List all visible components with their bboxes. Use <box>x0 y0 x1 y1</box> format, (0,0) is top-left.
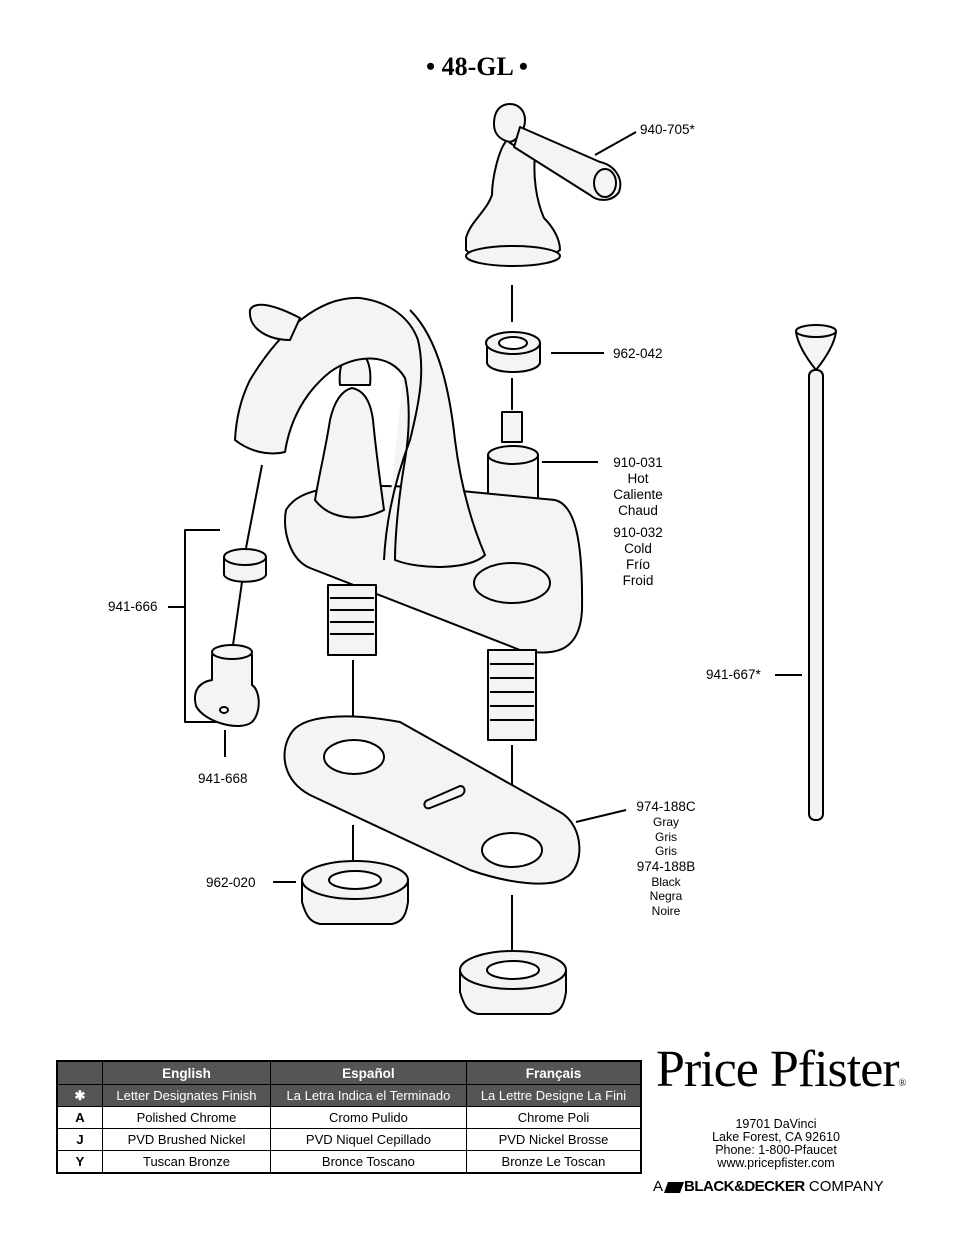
company-brand: BLACK&DECKER <box>684 1178 805 1195</box>
finish-code: J <box>56 1128 103 1151</box>
finish-en: Polished Chrome <box>102 1106 271 1129</box>
label-hot-es: Caliente <box>613 487 663 502</box>
label-cold-fr: Froid <box>622 573 654 588</box>
company-address: 19701 DaVinci Lake Forest, CA 92610 Phon… <box>666 1118 886 1170</box>
label-cartridges: 910-031 Hot Caliente Chaud 910-032 Cold … <box>598 455 678 589</box>
label-black-fr: Noire <box>651 903 681 918</box>
escutcheon-974-188 <box>283 715 581 885</box>
exploded-parts-diagram <box>168 103 837 1015</box>
label-gray-es: Gris <box>655 829 677 844</box>
label-hot-en: Hot <box>627 471 649 486</box>
page-title: • 48-GL • <box>426 52 528 81</box>
key-symbol: ✱ <box>56 1084 103 1107</box>
finish-es: PVD Niquel Cepillado <box>269 1128 467 1151</box>
website: www.pricepfister.com <box>717 1156 835 1170</box>
faucet-body <box>234 296 584 741</box>
label-cold-es: Frío <box>625 557 650 572</box>
brand-reg: ® <box>898 1078 907 1089</box>
address-line2: Lake Forest, CA 92610 <box>712 1130 840 1144</box>
finish-es: Cromo Pulido <box>269 1106 467 1129</box>
retainer-nut-962-042 <box>485 331 541 373</box>
key-es: La Letra Indica el Terminado <box>269 1084 467 1107</box>
finish-key-row: ✱ Letter Designates Finish La Letra Indi… <box>56 1084 642 1107</box>
label-pop-up-rod: 941-667* <box>706 667 761 682</box>
table-row: Y Tuscan Bronze Bronce Toscano Bronze Le… <box>56 1150 642 1174</box>
company-suffix: COMPANY <box>808 1178 884 1195</box>
company-prefix: A <box>653 1178 664 1195</box>
header-espanol: Español <box>269 1060 467 1085</box>
finish-en: PVD Brushed Nickel <box>102 1128 271 1151</box>
key-en: Letter Designates Finish <box>102 1084 271 1107</box>
table-row: J PVD Brushed Nickel PVD Niquel Cepillad… <box>56 1128 642 1151</box>
finish-table-header: English Español Français <box>56 1060 642 1085</box>
brand-logo: Price Pfister® <box>656 1040 906 1099</box>
finish-fr: Chrome Poli <box>465 1106 642 1129</box>
parent-company: A BLACK&DECKER COMPANY <box>653 1178 884 1195</box>
phone: Phone: 1-800-Pfaucet <box>715 1143 837 1157</box>
mounting-nut-962-020-right <box>459 950 567 1015</box>
header-francais: Français <box>465 1060 642 1085</box>
label-black-es: Negra <box>649 889 683 903</box>
label-escutcheon-gray: 974-188C <box>636 799 696 814</box>
finish-code: Y <box>56 1150 103 1174</box>
black-decker-logo-icon <box>664 1181 685 1193</box>
label-hot-fr: Chaud <box>618 503 658 518</box>
finish-fr: Bronze Le Toscan <box>465 1150 642 1174</box>
label-handle: 940-705* <box>640 122 695 137</box>
label-gray-fr: Gris <box>655 844 677 858</box>
label-gray-en: Gray <box>652 815 679 829</box>
label-retainer-nut: 962-042 <box>613 346 663 361</box>
header-english: English <box>102 1060 271 1085</box>
label-escutcheon-black: 974-188B <box>636 858 696 874</box>
finish-en: Tuscan Bronze <box>102 1150 271 1174</box>
handle-940-705 <box>465 103 622 267</box>
aerator-key-941-668 <box>194 644 260 727</box>
label-mounting-nut: 962-020 <box>206 875 256 890</box>
brand-name: Price Pfister <box>656 1041 900 1098</box>
label-black-en: Black <box>651 874 681 889</box>
pop-up-rod-941-667 <box>795 324 837 821</box>
address-line1: 19701 DaVinci <box>735 1117 817 1131</box>
finish-code: A <box>56 1106 103 1129</box>
label-escutcheons: 974-188C Gray Gris Gris 974-188B Black N… <box>626 799 706 918</box>
mounting-nut-962-020-left <box>301 860 409 925</box>
label-cold-cartridge: 910-032 <box>613 525 663 540</box>
label-aerator: 941-666 <box>108 599 158 614</box>
table-row: A Polished Chrome Cromo Pulido Chrome Po… <box>56 1106 642 1129</box>
label-aerator-key: 941-668 <box>198 771 248 786</box>
finish-es: Bronce Toscano <box>269 1150 467 1174</box>
label-cold-en: Cold <box>624 541 652 556</box>
aerator-941-666 <box>223 548 267 583</box>
finish-fr: PVD Nickel Brosse <box>465 1128 642 1151</box>
label-hot-cartridge: 910-031 <box>613 455 663 470</box>
finish-table: English Español Français ✱ Letter Design… <box>56 1060 642 1174</box>
key-fr: La Lettre Designe La Fini <box>465 1084 642 1107</box>
